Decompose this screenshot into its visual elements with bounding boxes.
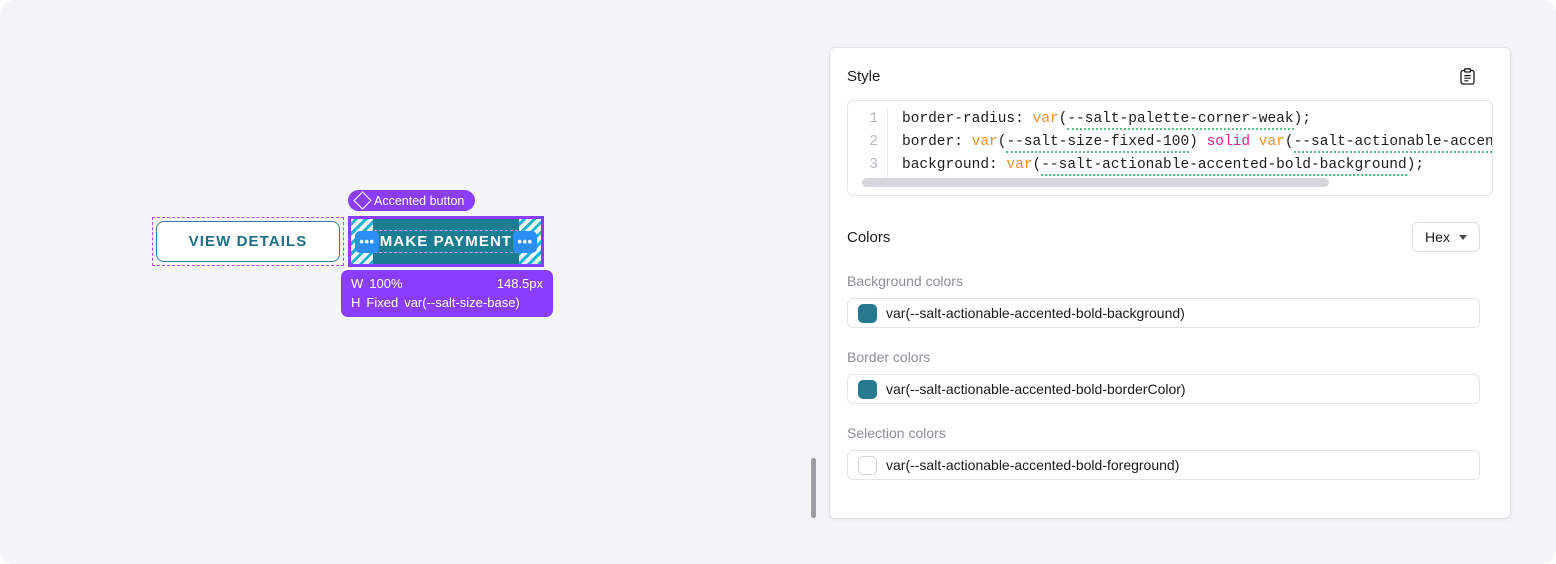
code-token-punc: ) (1189, 134, 1207, 150)
colors-section-title: Colors (847, 228, 891, 246)
code-token-fn: var (971, 134, 998, 150)
code-token-var: --salt-palette-corner-weak (1067, 111, 1294, 130)
dimension-width-row: W 100% 148.5px (351, 274, 543, 293)
color-group-label: Border colors (847, 349, 931, 365)
view-details-button-selection: VIEW DETAILS (152, 217, 344, 266)
code-line-number: 1 (869, 111, 878, 127)
code-line-number: 3 (869, 157, 878, 173)
code-token-prop: border: (902, 134, 972, 150)
color-token-value: var(--salt-actionable-accented-bold-fore… (886, 457, 1180, 473)
accented-badge-label: Accented button (374, 193, 465, 208)
code-horizontal-scrollbar-thumb[interactable] (862, 178, 1329, 187)
width-measure: 148.5px (496, 276, 543, 291)
color-format-select[interactable]: Hex (1412, 222, 1480, 252)
height-key: H (351, 295, 361, 310)
color-swatch[interactable] (858, 455, 877, 475)
code-token-prop: background: (902, 157, 1007, 173)
color-swatch[interactable] (858, 303, 877, 323)
width-key: W (351, 276, 364, 291)
code-token-punc: ( (1284, 134, 1294, 150)
accented-button-badge: Accented button (348, 190, 476, 211)
style-section-title: Style (847, 67, 881, 85)
height-value: var(--salt-size-base) (404, 295, 520, 310)
style-section-header: Style (847, 64, 1480, 88)
code-line: border: var(--salt-size-fixed-100) solid… (902, 131, 1492, 154)
code-token-kw: solid (1206, 134, 1251, 150)
code-gutter: 1 2 3 (848, 108, 888, 177)
make-payment-label: MAKE PAYMENT (373, 230, 519, 253)
color-swatch[interactable] (858, 379, 877, 399)
view-details-label: VIEW DETAILS (188, 233, 308, 250)
code-horizontal-scrollbar[interactable] (862, 178, 1476, 187)
width-value: 100% (369, 276, 403, 291)
resize-handle-left[interactable]: ••• (355, 230, 379, 253)
color-token-value: var(--salt-actionable-accented-bold-back… (886, 305, 1185, 321)
dimension-tooltip: W 100% 148.5px H Fixed var(--salt-size-b… (341, 270, 553, 317)
code-token-punc (1250, 134, 1259, 150)
code-token-punc: ); (1406, 157, 1425, 173)
color-row[interactable]: var(--salt-actionable-accented-bold-fore… (847, 450, 1480, 480)
color-token-value: var(--salt-actionable-accented-bold-bord… (886, 381, 1186, 397)
color-row[interactable]: var(--salt-actionable-accented-bold-back… (847, 298, 1480, 328)
chevron-down-icon (1458, 234, 1467, 240)
code-token-punc: ); (1293, 111, 1311, 127)
code-token-var: --salt-actionable-accented-bold-backgrou… (1041, 157, 1407, 176)
height-mode: Fixed (366, 295, 399, 310)
code-token-punc: ( (1032, 157, 1042, 173)
code-token-punc: ( (997, 134, 1007, 150)
make-payment-button-selection[interactable]: MAKE PAYMENT ••• ••• (348, 216, 544, 267)
code-line: background: var(--salt-actionable-accent… (902, 154, 1492, 177)
color-group-label: Background colors (847, 273, 963, 289)
color-row[interactable]: var(--salt-actionable-accented-bold-bord… (847, 374, 1480, 404)
inspector-vertical-scrollbar[interactable] (811, 458, 816, 518)
make-payment-button[interactable]: MAKE PAYMENT (373, 219, 519, 264)
color-format-value: Hex (1425, 229, 1450, 245)
view-details-button[interactable]: VIEW DETAILS (156, 221, 340, 262)
diamond-icon (353, 191, 372, 210)
clipboard-icon (1459, 67, 1475, 85)
dimension-height-row: H Fixed var(--salt-size-base) (351, 293, 543, 312)
code-token-fn: var (1032, 111, 1059, 127)
code-token-prop: border-radius: (902, 111, 1033, 127)
code-token-var: --salt-size-fixed-100 (1006, 134, 1190, 153)
component-preview-stage: Accented button VIEW DETAILS MAKE PAYMEN… (152, 190, 553, 317)
code-token-fn: var (1006, 157, 1033, 173)
resize-handle-right[interactable]: ••• (513, 230, 537, 253)
copy-style-button[interactable] (1454, 63, 1480, 89)
code-body[interactable]: border-radius: var(--salt-palette-corner… (888, 108, 1492, 177)
color-group-label: Selection colors (847, 425, 946, 441)
color-groups: Background colors var(--salt-actionable-a… (847, 273, 1480, 480)
code-token-punc: ( (1058, 111, 1068, 127)
code-line: border-radius: var(--salt-palette-corner… (902, 108, 1492, 131)
colors-section-header: Colors Hex (847, 222, 1480, 252)
code-token-var: --salt-actionable-accented-bold-borderCo… (1293, 134, 1492, 153)
code-line-number: 2 (869, 134, 878, 150)
code-token-fn: var (1258, 134, 1285, 150)
